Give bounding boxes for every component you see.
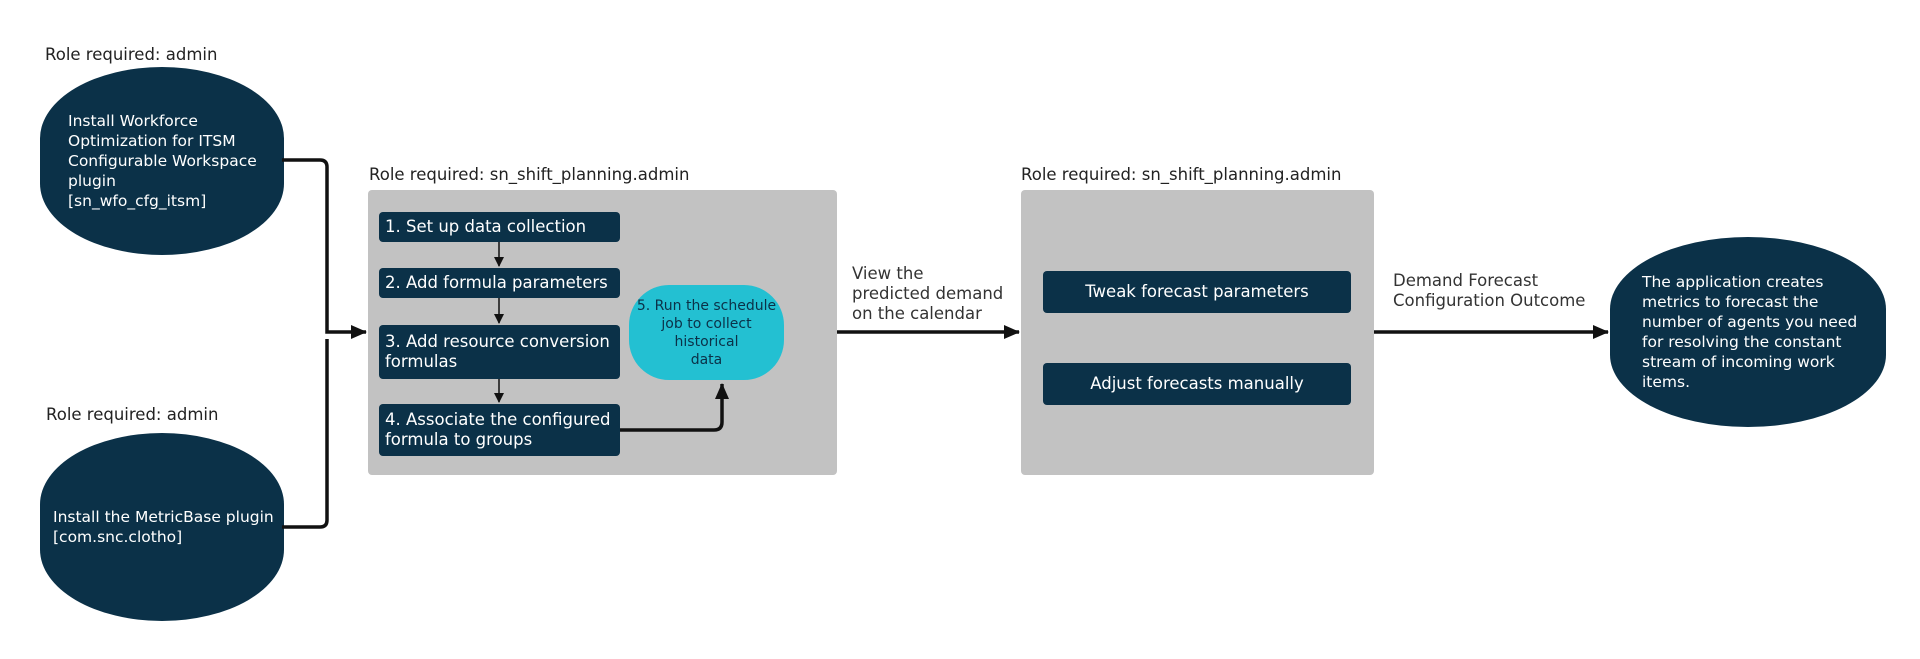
tweak-forecast-parameters-box: Tweak forecast parameters <box>1043 271 1351 313</box>
step-1-set-up-data-collection: 1. Set up data collection <box>379 212 620 242</box>
view-calendar-label: View the predicted demand on the calenda… <box>852 264 1004 323</box>
connector-step4-to-step5 <box>620 383 729 432</box>
outcome-node: The application creates metrics to forec… <box>1610 237 1886 427</box>
connector-metricbase-to-setup <box>282 339 329 529</box>
step-4-associate-formula-to-groups: 4. Associate the configured formula to g… <box>379 404 620 456</box>
tune-panel <box>1021 190 1374 475</box>
step-2-add-formula-parameters: 2. Add formula parameters <box>379 268 620 298</box>
role-label-tune-panel: Role required: sn_shift_planning.admin <box>1021 165 1342 184</box>
outcome-text: The application creates metrics to forec… <box>1642 273 1858 391</box>
role-label-setup-panel: Role required: sn_shift_planning.admin <box>369 165 690 184</box>
step-5-run-schedule-job: 5. Run the schedule job to collect histo… <box>629 285 784 380</box>
connector-wfo-to-setup <box>282 158 367 339</box>
install-wfo-itsm-plugin-text: Install Workforce Optimization for ITSM … <box>68 112 257 210</box>
role-label-admin-bottom: Role required: admin <box>46 405 219 424</box>
install-metricbase-plugin-text: Install the MetricBase plugin [com.snc.c… <box>53 508 274 546</box>
role-label-admin-top: Role required: admin <box>45 45 218 64</box>
install-metricbase-plugin-node: Install the MetricBase plugin [com.snc.c… <box>40 433 284 621</box>
install-wfo-itsm-plugin-node: Install Workforce Optimization for ITSM … <box>40 67 284 255</box>
outcome-label: Demand Forecast Configuration Outcome <box>1393 271 1586 310</box>
adjust-forecasts-manually-box: Adjust forecasts manually <box>1043 363 1351 405</box>
step-3-add-resource-conversion-formulas: 3. Add resource conversion formulas <box>379 325 620 379</box>
